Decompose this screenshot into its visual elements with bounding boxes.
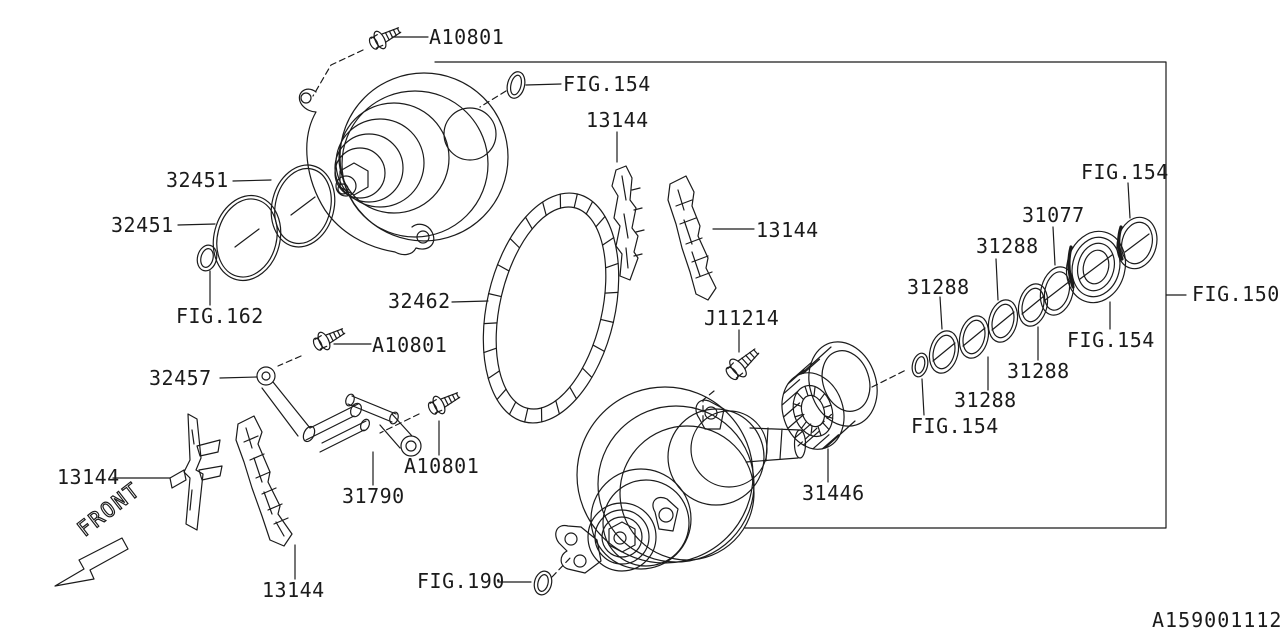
primary-pulley-assembly xyxy=(298,72,509,256)
callout-13144-right: 13144 xyxy=(756,218,819,242)
callout-31288-top: 31288 xyxy=(976,234,1039,258)
callout-a10801-low: A10801 xyxy=(404,454,480,478)
callout-32451-left: 32451 xyxy=(111,213,174,237)
front-arrow xyxy=(54,537,129,587)
fig150-frame xyxy=(434,61,1187,529)
drawing-number: A159001112 xyxy=(1152,608,1280,632)
tensioner-arm-32457 xyxy=(256,366,371,453)
callout-a10801-top: A10801 xyxy=(429,25,505,49)
chain-belt-32462 xyxy=(482,192,620,424)
chain-guide-13144-top-left xyxy=(611,165,645,281)
callout-13144-left: 13144 xyxy=(57,465,120,489)
washer-stack xyxy=(911,216,1158,378)
assembly-dashed-lines xyxy=(277,49,907,578)
leader-lines xyxy=(112,36,1131,583)
callout-13144-bottom: 13144 xyxy=(262,578,325,602)
callout-32451-top: 32451 xyxy=(166,168,229,192)
callout-31288-left: 31288 xyxy=(907,275,970,299)
lever-31790 xyxy=(345,393,422,457)
callout-j11214: J11214 xyxy=(704,306,780,330)
callout-fig162: FIG.162 xyxy=(176,304,264,328)
callout-13144-top: 13144 xyxy=(586,108,649,132)
callout-32457: 32457 xyxy=(149,366,212,390)
chain-guide-13144-left xyxy=(169,413,223,531)
secondary-pulley-assembly xyxy=(555,386,807,574)
callout-31446: 31446 xyxy=(802,481,865,505)
callout-31077: 31077 xyxy=(1022,203,1085,227)
callout-a10801-mid: A10801 xyxy=(372,333,448,357)
chain-guide-13144-top-right xyxy=(667,175,717,301)
callout-fig154-right-mid: FIG.154 xyxy=(1067,328,1155,352)
axis-ticks xyxy=(234,196,1150,362)
callout-31288-bottom-b: 31288 xyxy=(1007,359,1070,383)
callout-fig154-small: FIG.154 xyxy=(911,414,999,438)
callout-fig150: FIG.150 xyxy=(1192,282,1280,306)
callout-31288-bottom-a: 31288 xyxy=(954,388,1017,412)
callout-31790: 31790 xyxy=(342,484,405,508)
callout-fig154-top: FIG.154 xyxy=(563,72,651,96)
seal-rings xyxy=(196,71,553,596)
callout-fig154-right-top: FIG.154 xyxy=(1081,160,1169,184)
callout-fig190: FIG.190 xyxy=(417,569,505,593)
chain-guide-13144-bottom xyxy=(235,415,293,547)
drum-31446 xyxy=(781,341,878,450)
callout-32462: 32462 xyxy=(388,289,451,313)
